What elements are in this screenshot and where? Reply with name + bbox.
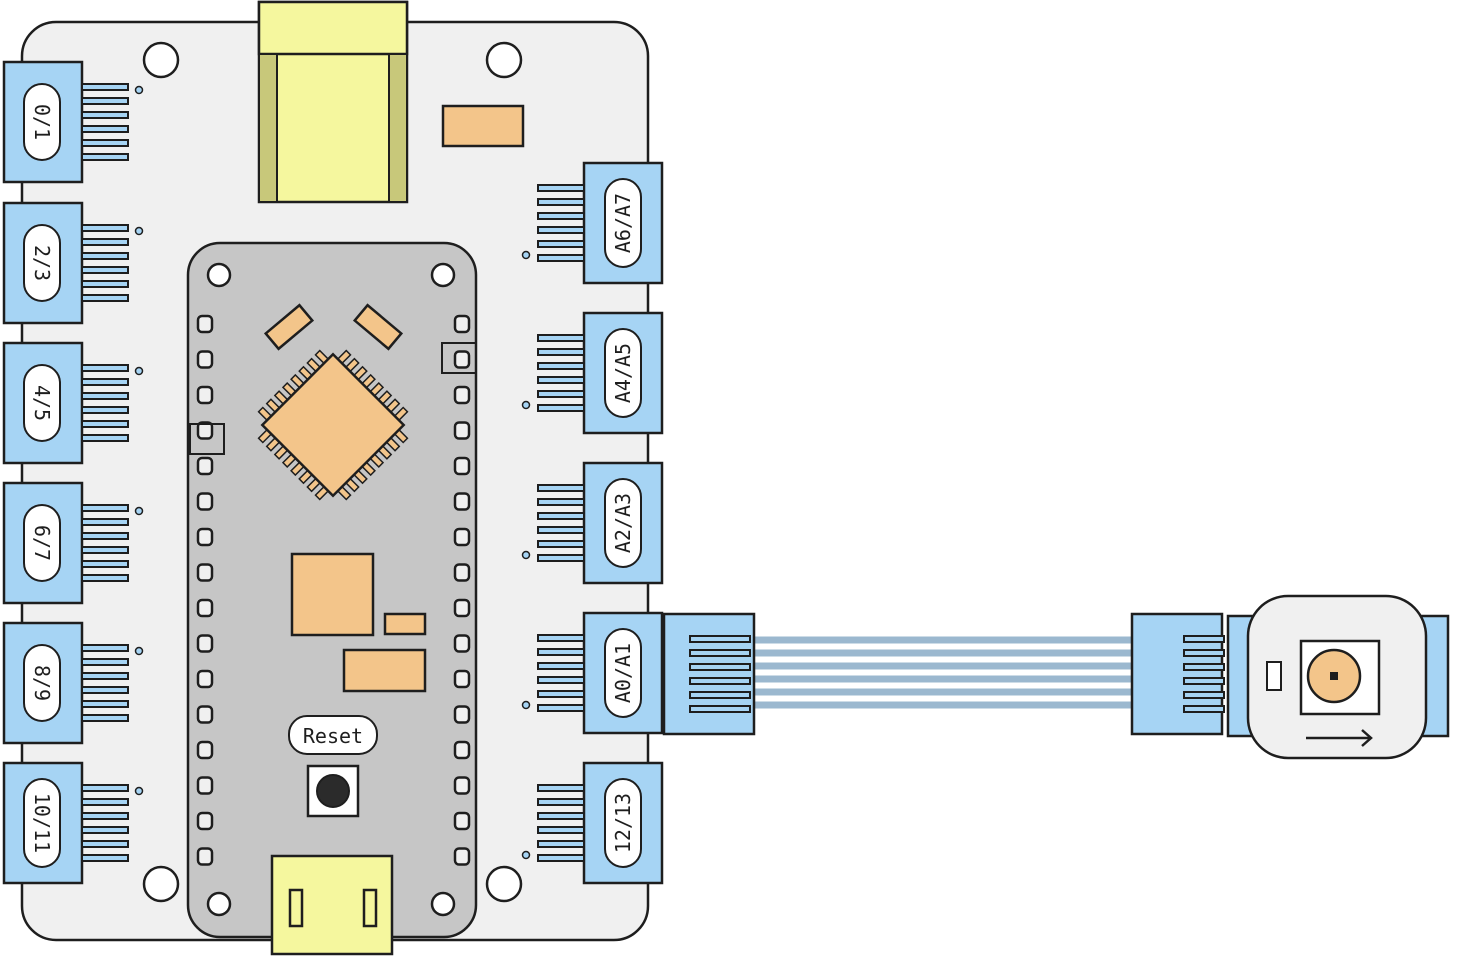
port-right-4[interactable]: 12/13	[521, 761, 664, 885]
port-label: A4/A5	[611, 343, 635, 403]
mounting-hole-icon	[430, 891, 456, 917]
header-pin	[453, 527, 471, 547]
port-right-2[interactable]: A2/A3	[521, 461, 664, 585]
mounting-hole-icon	[430, 262, 456, 288]
header-pin	[196, 776, 214, 795]
mounting-hole-icon	[485, 865, 523, 903]
header-pin	[453, 350, 471, 369]
port-left-0[interactable]: 0/1	[2, 60, 144, 184]
port-left-4[interactable]: 8/9	[2, 621, 144, 745]
header-pin	[196, 740, 214, 760]
port-label: 2/3	[30, 245, 54, 281]
ribbon-cable	[662, 612, 1225, 736]
port-label: A2/A3	[611, 493, 635, 553]
header-pin	[453, 563, 471, 582]
header-pins	[196, 314, 471, 866]
header-pin	[196, 811, 214, 831]
port-left-2[interactable]: 4/5	[2, 341, 144, 465]
port-left-3[interactable]: 6/7	[2, 481, 144, 605]
mounting-hole-icon	[206, 262, 232, 288]
potentiometer-module	[1226, 594, 1450, 760]
usb-connector	[270, 854, 394, 956]
mounting-hole-icon	[142, 41, 180, 79]
port-label: 4/5	[30, 385, 54, 421]
header-pin	[453, 776, 471, 795]
port-label: A0/A1	[611, 643, 635, 703]
header-pin	[453, 847, 471, 866]
header-pin	[196, 350, 214, 369]
header-pin	[453, 634, 471, 653]
header-pin	[196, 527, 214, 547]
port-label: 8/9	[30, 665, 54, 701]
mounting-hole-icon	[206, 891, 232, 917]
cable-plug-right[interactable]	[1130, 612, 1225, 736]
power-jack	[257, 0, 409, 204]
mounting-hole-icon	[142, 865, 180, 903]
header-pin	[453, 669, 471, 689]
reset-label: Reset	[303, 724, 363, 748]
port-right-1[interactable]: A4/A5	[521, 311, 664, 435]
right-ports: A6/A7 A4/A5 A2/A3 A0/A1	[521, 161, 664, 885]
port-left-5[interactable]: 10/11	[2, 761, 144, 885]
smd-component	[352, 303, 404, 351]
header-pin	[196, 705, 214, 724]
header-pin	[453, 598, 471, 618]
header-pin	[453, 705, 471, 724]
microcontroller-chip	[257, 349, 409, 501]
header-pin	[196, 385, 214, 405]
cable-plug-left[interactable]	[662, 612, 756, 736]
header-pin	[196, 563, 214, 582]
reset-button-icon[interactable]	[306, 764, 360, 818]
header-pin	[453, 314, 471, 334]
port-label: A6/A7	[611, 193, 635, 253]
header-pin	[196, 669, 214, 689]
smd-component	[290, 552, 375, 637]
port-label: 6/7	[30, 525, 54, 561]
header-pin	[453, 421, 471, 440]
mounting-hole-icon	[485, 41, 523, 79]
port-left-1[interactable]: 2/3	[2, 201, 144, 325]
header-pin	[453, 740, 471, 760]
header-pin	[453, 811, 471, 831]
header-pin	[196, 421, 214, 440]
header-pin	[196, 847, 214, 866]
arrow-right-icon	[1306, 729, 1373, 747]
smd-component	[383, 612, 427, 636]
led-indicator	[1266, 661, 1282, 691]
header-pin	[453, 456, 471, 476]
port-right-0[interactable]: A6/A7	[521, 161, 664, 285]
mcu-module: Reset	[186, 241, 478, 956]
header-pin	[196, 314, 214, 334]
header-pin	[196, 598, 214, 618]
smd-component	[263, 303, 315, 351]
port-label: 0/1	[30, 104, 54, 140]
header-pin	[453, 385, 471, 405]
reset-label-box	[288, 715, 378, 755]
header-pin	[196, 492, 214, 511]
port-label: 10/11	[30, 793, 54, 853]
header-pin	[453, 492, 471, 511]
port-label: 12/13	[611, 793, 635, 853]
port-right-3[interactable]: A0/A1	[521, 611, 664, 735]
smd-component	[441, 104, 525, 148]
header-pin	[196, 456, 214, 476]
smd-component	[342, 648, 427, 693]
left-ports: 0/1 2/3 4/5 6/7 8/9	[2, 60, 144, 885]
header-pin	[196, 634, 214, 653]
